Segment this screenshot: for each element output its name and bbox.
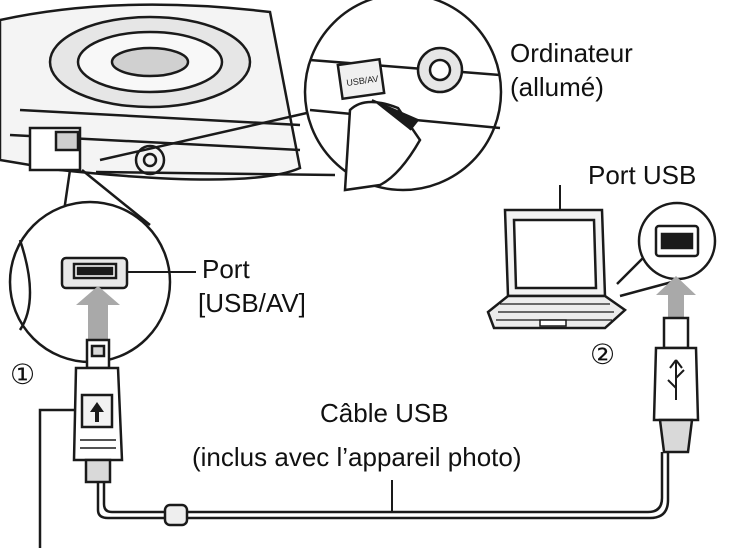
pc-side-plug — [652, 316, 700, 454]
usb-port-label: Port USB — [588, 160, 697, 190]
camera-side-plug — [72, 338, 124, 484]
camera-insert-arrow — [76, 286, 120, 340]
cover-zoom-illustration: USB/AV — [95, 0, 503, 192]
usb-cable — [96, 452, 670, 527]
camera-port-type-label: [USB/AV] — [198, 288, 306, 318]
camera-illustration — [0, 3, 302, 181]
laptop-illustration — [486, 185, 628, 330]
cover-text: USB/AV — [346, 74, 379, 88]
computer-state-label: (allumé) — [510, 72, 604, 102]
pc-insert-arrow — [656, 276, 696, 318]
cable-note-label: (inclus avec l’appareil photo) — [192, 442, 522, 472]
plug-leader-line — [38, 408, 74, 548]
camera-port-zoom — [8, 169, 196, 364]
computer-label: Ordinateur — [510, 38, 633, 68]
camera-port-label: Port — [202, 254, 250, 284]
step-1-marker: ① — [10, 359, 36, 390]
cable-label: Câble USB — [320, 398, 449, 428]
step-2-marker: ② — [590, 339, 616, 370]
pc-port-zoom — [616, 201, 717, 298]
